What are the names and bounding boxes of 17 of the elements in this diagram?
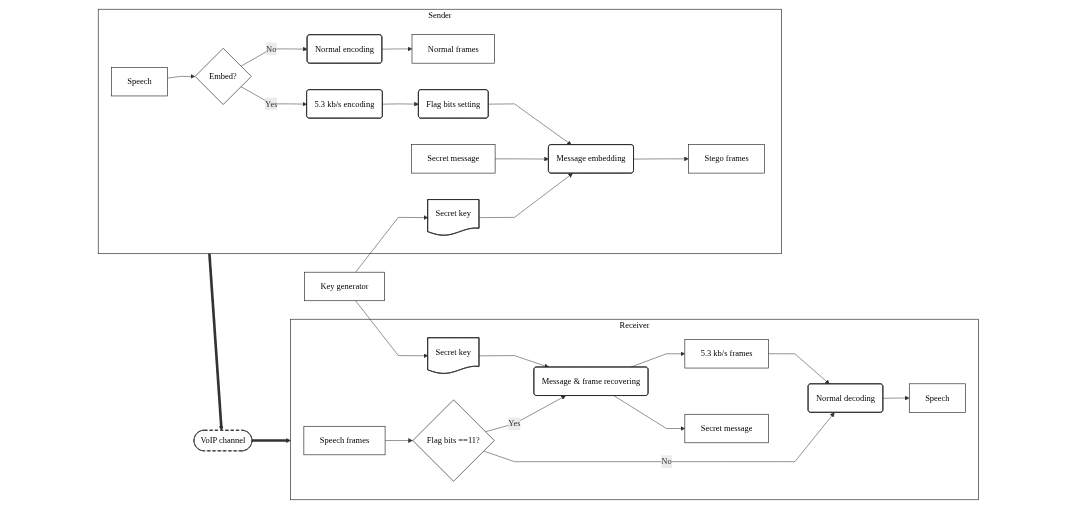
node-box: Speech — [111, 67, 168, 97]
node-box: Key generator — [304, 271, 385, 302]
node-box: Normal frames — [411, 34, 496, 64]
node-box: Secret message — [411, 144, 496, 174]
node-box: Secret message — [684, 413, 769, 444]
arrow — [252, 438, 291, 443]
node-diamond: Embed? — [194, 47, 252, 105]
node-box: 5.3 kb/s frames — [684, 339, 769, 369]
edge-label: Yes — [508, 419, 521, 428]
edge-label: No — [661, 456, 672, 466]
edge-label: Yes — [265, 99, 278, 109]
edge-label: No — [266, 44, 277, 54]
node-box: Speech frames — [303, 425, 386, 456]
node-diamond: Flag bits ==11? — [412, 399, 495, 482]
node-box: Stego frames — [688, 144, 766, 174]
arrow — [208, 253, 224, 431]
node-box: Speech — [909, 383, 966, 413]
